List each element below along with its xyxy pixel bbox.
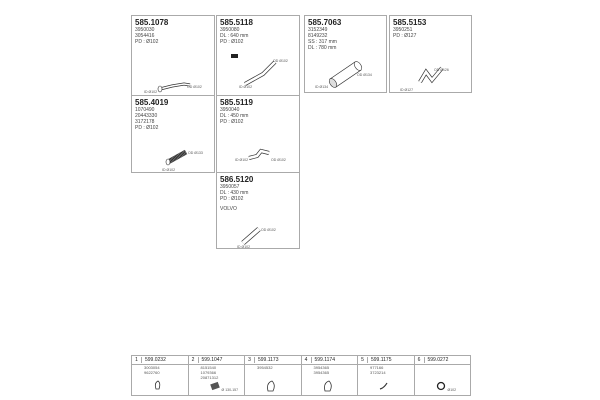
accessory-number: 599.0232 (145, 357, 166, 363)
part-spec: SS : 317 mm (308, 39, 337, 45)
part-drawing (248, 148, 270, 160)
part-spec: DL : 430 mm (220, 190, 249, 196)
accessory-index: 4 (302, 357, 312, 363)
dimension-label: OD Ø126 (434, 68, 449, 72)
accessory-ref: 3954365 (313, 370, 330, 375)
part-spec: PD : Ø102 (135, 39, 159, 45)
part-spec: 1070490 (135, 107, 155, 113)
accessory-index: 3 (245, 357, 255, 363)
accessory-ref: 3954532 (257, 365, 273, 370)
part-number: 585.5119 (220, 98, 253, 107)
part-spec: VOLVO (220, 206, 237, 212)
part-number: 585.7063 (308, 18, 342, 27)
part-spec: 3950080 (220, 27, 240, 33)
dimension-label: ID Ø134 (315, 85, 329, 89)
part-drawing (418, 66, 444, 84)
dimension-label: ID Ø102 (239, 85, 253, 89)
accessory-index: 2 (189, 357, 199, 363)
part-drawing (165, 149, 188, 166)
accessory-number: 599.0272 (427, 357, 449, 363)
part-spec: PD : Ø127 (393, 33, 417, 39)
accessory-ref: 3723214 (370, 370, 386, 375)
accessory-drawing (436, 381, 445, 391)
part-spec: 3172178 (135, 119, 155, 125)
dimension-label: ID Ø102 (144, 90, 158, 94)
accessory-index: 1 (132, 357, 142, 363)
part-spec: DL : 450 mm (220, 113, 249, 119)
accessory-drawing (209, 381, 220, 391)
accessory-ref: 1079366 (200, 370, 217, 375)
accessory-ref: 9622760 (144, 370, 160, 375)
accessory-index: 5 (358, 357, 368, 363)
accessory-ref: 20871312 (200, 375, 219, 380)
dimension-label: ID Ø102 (237, 245, 251, 249)
part-drawing (231, 54, 277, 86)
dimension-label: OD Ø102 (273, 59, 288, 63)
dimension-label: Ø 130-157 (221, 388, 239, 392)
part-spec: PD : Ø102 (220, 196, 244, 202)
part-spec: DL : 640 mm (220, 33, 249, 39)
part-number: 585.1078 (135, 18, 169, 27)
dimension-label: ID Ø102 (235, 158, 249, 162)
accessory-ref: 977166 (370, 365, 384, 370)
accessory-drawing (323, 380, 332, 392)
part-spec: 3054416 (135, 33, 155, 39)
part-number: 586.5120 (220, 175, 254, 184)
accessory-drawing (267, 380, 275, 392)
part-number: 585.5118 (220, 18, 253, 27)
part-number: 585.4019 (135, 98, 169, 107)
dimension-label: OD Ø134 (357, 73, 372, 77)
dimension-label: OD Ø102 (261, 228, 276, 232)
accessory-index: 6 (415, 357, 425, 363)
accessory-ref: 3003054 (144, 365, 160, 370)
part-drawing (328, 61, 363, 88)
dimension-label: OD Ø133 (188, 151, 203, 155)
dimension-label: OD Ø102 (187, 85, 202, 89)
part-spec: PD : Ø102 (220, 39, 244, 45)
part-drawing (241, 227, 261, 245)
part-spec: PD : Ø102 (135, 125, 159, 131)
part-spec: PD : Ø102 (220, 119, 244, 125)
accessory-ref: 3954365 (313, 365, 330, 370)
part-spec: 8149232 (308, 33, 328, 39)
part-spec: 20443330 (135, 113, 158, 119)
dimension-label: ID Ø102 (162, 168, 176, 172)
part-drawing (157, 82, 191, 93)
dimension-label: ID Ø127 (400, 88, 414, 92)
part-spec: 3950057 (220, 184, 240, 190)
part-spec: DL : 780 mm (308, 45, 337, 51)
accessory-drawing (379, 382, 388, 390)
accessory-ref: 8151540 (200, 365, 217, 370)
part-number: 585.5153 (393, 18, 427, 27)
part-spec: 3950030 (135, 27, 155, 33)
dimension-label: OD Ø102 (271, 158, 286, 162)
dimension-label: Ø102 (447, 388, 457, 392)
accessory-number: 599.1047 (201, 357, 223, 363)
accessory-number: 599.1174 (314, 357, 335, 363)
part-spec: 3950040 (220, 107, 240, 113)
accessory-drawing (154, 380, 161, 390)
accessory-number: 599.1175 (371, 357, 392, 363)
accessory-number: 599.1173 (258, 357, 279, 363)
part-spec: 3950251 (393, 27, 413, 33)
part-spec: 3152349 (308, 27, 328, 33)
